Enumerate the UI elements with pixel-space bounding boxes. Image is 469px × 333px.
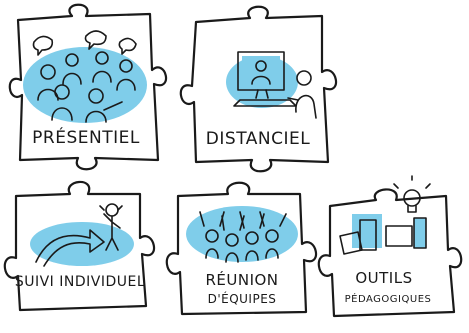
computer-user-icon: [226, 51, 317, 119]
puzzle-piece-outils: OUTILS PÉDAGOGIQUES: [317, 175, 463, 318]
reunion-label-line1: RÉUNION: [205, 270, 278, 289]
puzzle-piece-suivi: SUIVI INDIVIDUEL: [3, 180, 156, 312]
outils-label-line2: PÉDAGOGIQUES: [345, 292, 432, 305]
distanciel-label: DISTANCIEL: [206, 129, 310, 149]
puzzle-piece-presentiel: PRÉSENTIEL: [8, 3, 168, 171]
puzzle-piece-reunion: RÉUNION D'ÉQUIPES: [165, 181, 318, 316]
outils-label-line1: OUTILS: [355, 269, 412, 287]
suivi-label: SUIVI INDIVIDUEL: [15, 274, 145, 290]
books-tools-icon: [339, 214, 427, 255]
group-meeting-icon: [23, 30, 147, 123]
reunion-label-line2: D'ÉQUIPES: [208, 291, 277, 306]
puzzle-piece-distanciel: DISTANCIEL: [179, 5, 338, 173]
lightbulb-icon: [393, 175, 431, 213]
presentiel-label: PRÉSENTIEL: [32, 126, 140, 148]
arrow-progress-icon: [30, 203, 134, 267]
cheering-team-icon: [186, 206, 298, 263]
